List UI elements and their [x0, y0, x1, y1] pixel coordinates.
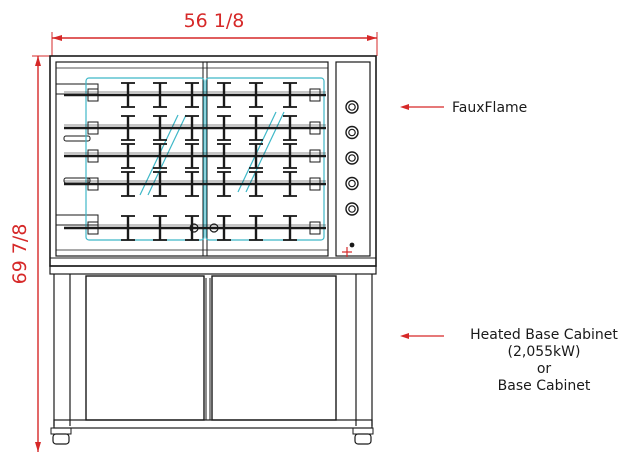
door-handle-left [189, 223, 199, 233]
oven-outer-frame [49, 55, 377, 267]
spit-fork-icon [121, 171, 135, 197]
spit-fork-icon [153, 171, 167, 197]
control-knob-icon [345, 176, 359, 191]
height-dim-arrow-bottom [35, 442, 41, 452]
callout-fauxflame-arrow [400, 104, 409, 110]
spit-fork-icon [185, 115, 199, 141]
spit-fork-icon [153, 215, 167, 241]
indicator-light [349, 242, 355, 248]
spit-fork-icon [283, 115, 297, 141]
oven-inner-frame [55, 61, 329, 257]
spit-fork-icon [185, 82, 199, 108]
spit-fork-icon [185, 215, 199, 241]
spit-fork-icon [217, 171, 231, 197]
callout-base-line-1: Heated Base Cabinet [470, 327, 618, 343]
control-panel [335, 61, 371, 257]
glass-reflection-4 [245, 111, 285, 193]
spit-fork-icon [121, 143, 135, 169]
control-knob-icon [345, 202, 359, 216]
width-dim-arrow-left [52, 35, 62, 41]
caster-right-mount [352, 427, 374, 435]
cabinet-bottom-rail [53, 419, 373, 429]
spit-fork-icon [185, 143, 199, 169]
spit-fork-icon [217, 143, 231, 169]
cabinet-door-left [85, 275, 205, 421]
spit-fork-icon [121, 215, 135, 241]
control-knob-icon [345, 125, 359, 140]
control-knob-icon [345, 100, 359, 114]
callout-fauxflame-label: FauxFlame [452, 100, 527, 116]
spit-fork-icon [283, 171, 297, 197]
base-cabinet [49, 265, 377, 445]
spit-fork-icon [121, 115, 135, 141]
spit-fork-icon [283, 215, 297, 241]
spit-row [64, 143, 326, 169]
callout-base-line-2: (2,055kW) [508, 344, 581, 360]
spit-fork-icon [249, 171, 263, 197]
spit-fork-icon [121, 82, 135, 108]
spit-fork-icon [249, 143, 263, 169]
door-handles [189, 223, 219, 233]
glass-panel-right [205, 77, 325, 241]
glass-panel-left [85, 77, 205, 241]
callout-base-cabinet: Heated Base Cabinet (2,055kW) or Base Ca… [400, 327, 618, 394]
spit-fork-icon [153, 143, 167, 169]
caster-left-mount [50, 427, 72, 435]
spit-fork-icon [153, 82, 167, 108]
spit-fork-icon [283, 143, 297, 169]
callout-base-arrow [400, 333, 409, 339]
spit-fork-icon [217, 215, 231, 241]
callout-base-line-4: Base Cabinet [498, 378, 591, 394]
spit-row [64, 215, 326, 241]
control-knob-icon [345, 151, 359, 165]
spit-fork-icon [185, 171, 199, 197]
spit-fork-icon [217, 82, 231, 108]
door-handle-right [209, 223, 219, 233]
spit-row [64, 115, 326, 141]
marker-cross [342, 247, 352, 257]
caster-left-wheel [52, 433, 70, 445]
height-dimension: 69 7/8 [9, 55, 52, 452]
width-dimension: 56 1/8 [51, 10, 378, 56]
spit-fork-icon [153, 115, 167, 141]
cabinet-top-rail [49, 265, 377, 275]
oven-unit [49, 55, 377, 267]
left-door-hinge-bottom [55, 214, 99, 226]
glass-door [85, 77, 325, 241]
spit-fork-icon [249, 82, 263, 108]
callout-base-line-3: or [537, 361, 552, 377]
width-dim-arrow-right [367, 35, 377, 41]
spit-row [64, 171, 326, 197]
width-dimension-label: 56 1/8 [184, 10, 245, 32]
caster-right-wheel [354, 433, 372, 445]
callout-fauxflame: FauxFlame [400, 100, 527, 116]
height-dimension-label: 69 7/8 [9, 224, 31, 285]
spit-fork-icon [217, 115, 231, 141]
cabinet-door-right [211, 275, 337, 421]
left-rail-1 [63, 135, 91, 142]
spit-racks [64, 82, 326, 241]
spit-fork-icon [283, 82, 297, 108]
spit-fork-icon [249, 115, 263, 141]
height-dim-arrow-top [35, 56, 41, 66]
spit-fork-icon [249, 215, 263, 241]
knob-group [345, 100, 359, 216]
spit-row [64, 82, 326, 108]
